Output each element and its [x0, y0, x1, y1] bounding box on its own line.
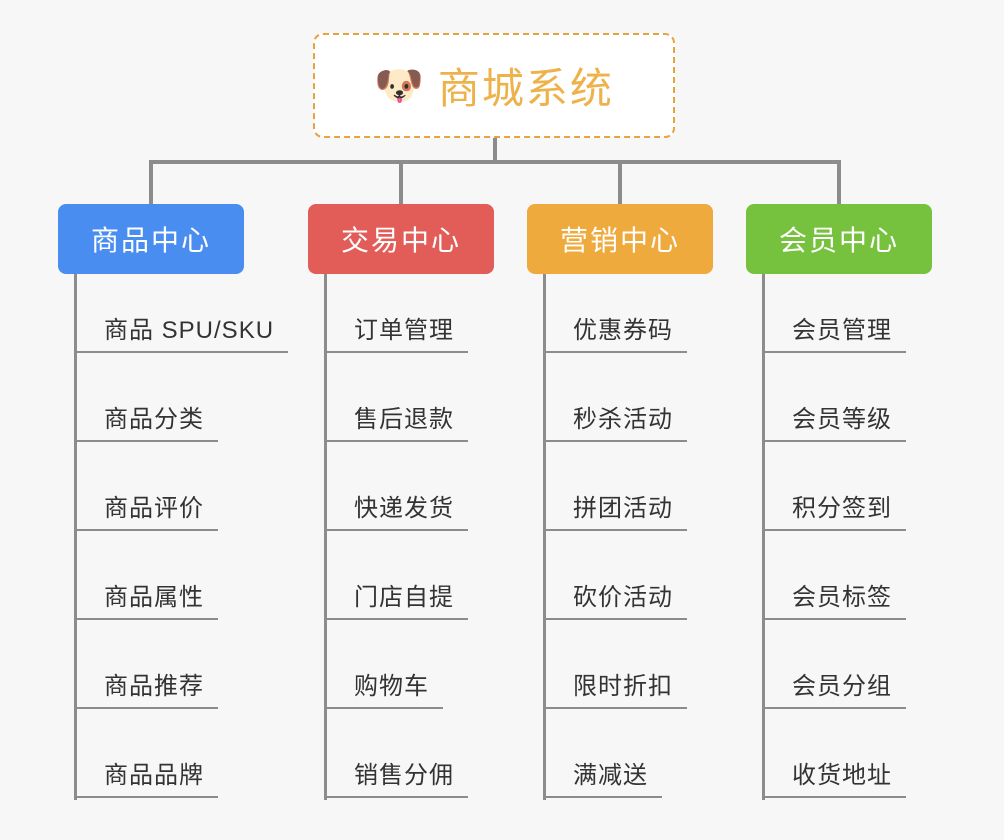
- column-trunk-3: [762, 274, 765, 800]
- connector-drop-3: [837, 160, 841, 204]
- leaf-item[interactable]: 商品分类: [74, 398, 218, 442]
- leaf-item-label: 快递发货: [354, 495, 454, 522]
- leaf-item-label: 收货地址: [792, 762, 892, 789]
- category-label-0: 商品中心: [90, 225, 211, 256]
- leaf-item[interactable]: 订单管理: [324, 309, 468, 353]
- leaf-item[interactable]: 秒杀活动: [543, 398, 687, 442]
- leaf-item[interactable]: 限时折扣: [543, 665, 687, 709]
- category-box-0[interactable]: 商品中心: [58, 204, 244, 274]
- leaf-item-label: 拼团活动: [573, 495, 673, 522]
- leaf-item-label: 满减送: [573, 762, 648, 789]
- leaf-item[interactable]: 商品品牌: [74, 754, 218, 798]
- category-label-3: 会员中心: [778, 225, 899, 256]
- leaf-item[interactable]: 会员管理: [762, 309, 906, 353]
- leaf-item[interactable]: 商品推荐: [74, 665, 218, 709]
- category-label-2: 营销中心: [559, 225, 680, 256]
- leaf-item-label: 商品推荐: [104, 673, 204, 700]
- leaf-item-label: 商品属性: [104, 584, 204, 611]
- leaf-item-label: 会员等级: [792, 406, 892, 433]
- leaf-item[interactable]: 会员等级: [762, 398, 906, 442]
- leaf-item-label: 销售分佣: [354, 762, 454, 789]
- leaf-item[interactable]: 购物车: [324, 665, 443, 709]
- leaf-item-label: 砍价活动: [573, 584, 673, 611]
- shiba-dog-face-icon: 🐶: [374, 63, 424, 108]
- leaf-item-label: 商品品牌: [104, 762, 204, 789]
- leaf-item[interactable]: 商品属性: [74, 576, 218, 620]
- leaf-item-label: 限时折扣: [573, 673, 673, 700]
- column-trunk-1: [324, 274, 327, 800]
- leaf-item-label: 商品 SPU/SKU: [104, 317, 275, 344]
- leaf-item[interactable]: 积分签到: [762, 487, 906, 531]
- leaf-item-label: 商品分类: [104, 406, 204, 433]
- leaf-item-label: 会员分组: [792, 673, 892, 700]
- leaf-item[interactable]: 满减送: [543, 754, 662, 798]
- leaf-item-label: 秒杀活动: [573, 406, 673, 433]
- root-node-shop-system[interactable]: 🐶 商城系统: [313, 33, 675, 138]
- leaf-item[interactable]: 售后退款: [324, 398, 468, 442]
- leaf-item-label: 商品评价: [104, 495, 204, 522]
- category-box-1[interactable]: 交易中心: [308, 204, 494, 274]
- root-node-label: 商城系统: [437, 65, 614, 112]
- leaf-item[interactable]: 会员分组: [762, 665, 906, 709]
- leaf-item[interactable]: 销售分佣: [324, 754, 468, 798]
- leaf-item[interactable]: 商品评价: [74, 487, 218, 531]
- root-stem-connector: [493, 138, 497, 162]
- leaf-item[interactable]: 拼团活动: [543, 487, 687, 531]
- leaf-item[interactable]: 门店自提: [324, 576, 468, 620]
- category-label-1: 交易中心: [340, 225, 461, 256]
- connector-drop-1: [399, 160, 403, 204]
- connector-drop-0: [149, 160, 153, 204]
- leaf-item-label: 优惠券码: [573, 317, 673, 344]
- leaf-item-label: 会员标签: [792, 584, 892, 611]
- category-box-3[interactable]: 会员中心: [746, 204, 932, 274]
- horizontal-bus-connector: [150, 160, 840, 164]
- leaf-item[interactable]: 快递发货: [324, 487, 468, 531]
- leaf-item-label: 订单管理: [354, 317, 454, 344]
- category-box-2[interactable]: 营销中心: [527, 204, 713, 274]
- leaf-item-label: 售后退款: [354, 406, 454, 433]
- leaf-item-label: 会员管理: [792, 317, 892, 344]
- leaf-item[interactable]: 收货地址: [762, 754, 906, 798]
- leaf-item[interactable]: 会员标签: [762, 576, 906, 620]
- leaf-item[interactable]: 商品 SPU/SKU: [74, 309, 289, 353]
- connector-drop-2: [618, 160, 622, 204]
- leaf-item-label: 购物车: [354, 673, 429, 700]
- leaf-item-label: 门店自提: [354, 584, 454, 611]
- column-trunk-2: [543, 274, 546, 800]
- leaf-item[interactable]: 砍价活动: [543, 576, 687, 620]
- leaf-item[interactable]: 优惠券码: [543, 309, 687, 353]
- column-trunk-0: [74, 274, 77, 800]
- leaf-item-label: 积分签到: [792, 495, 892, 522]
